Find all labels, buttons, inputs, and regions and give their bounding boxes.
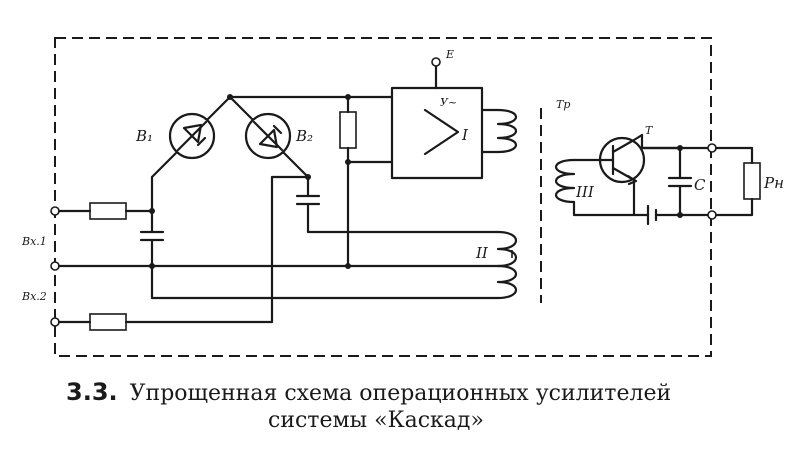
left-capacitor (139, 230, 165, 242)
supply-label: Е (445, 48, 454, 61)
figure-number: 3.3. (66, 378, 118, 406)
caption-line-2: системы «Каскад» (268, 408, 484, 433)
output-terminal-bottom (707, 210, 717, 220)
transistor-label: Т (645, 124, 654, 137)
input2-resistor (89, 313, 127, 331)
input2-terminal (50, 317, 60, 327)
input1-terminal-common (50, 261, 60, 271)
winding3-label: III (575, 183, 595, 201)
input1-terminal-top (50, 206, 60, 216)
transistor-icon (598, 133, 646, 217)
winding-2 (496, 264, 518, 300)
supply-terminal (431, 57, 441, 67)
right-capacitor (295, 194, 321, 206)
input1-label: Вх.1 (21, 235, 47, 248)
capacitor-c (667, 176, 693, 188)
amplifier-label: У~ (440, 96, 457, 109)
input2-label: Вх.2 (21, 290, 47, 303)
diode-v1-icon (168, 112, 216, 160)
transformer-label: Тр (556, 98, 570, 111)
diode2-label: В₂ (295, 127, 313, 145)
diode1-label: В₁ (135, 127, 153, 145)
load-resistor (743, 162, 761, 200)
load-label: Рн (763, 174, 784, 192)
capacitor-label: С (694, 176, 706, 194)
outer-dashed-frame (54, 37, 712, 357)
caption-line-1: Упрощенная схема операционных усилителей (129, 381, 672, 406)
amplifier-symbol (423, 108, 460, 156)
winding-1 (496, 108, 518, 154)
output-terminal-top (707, 143, 717, 153)
amplifier-block (390, 86, 484, 180)
winding1-label: I (461, 126, 469, 144)
input1-resistor (89, 202, 127, 220)
circuit-diagram: В₁ В₂ У~ Е I II III Тр Т С Рн Вх.1 Вх.2 (21, 37, 784, 357)
battery (646, 204, 658, 226)
winding-3 (554, 158, 576, 204)
diode-v2-icon (244, 112, 292, 160)
winding2-label: II (475, 244, 489, 262)
feedback-resistor (339, 111, 357, 149)
